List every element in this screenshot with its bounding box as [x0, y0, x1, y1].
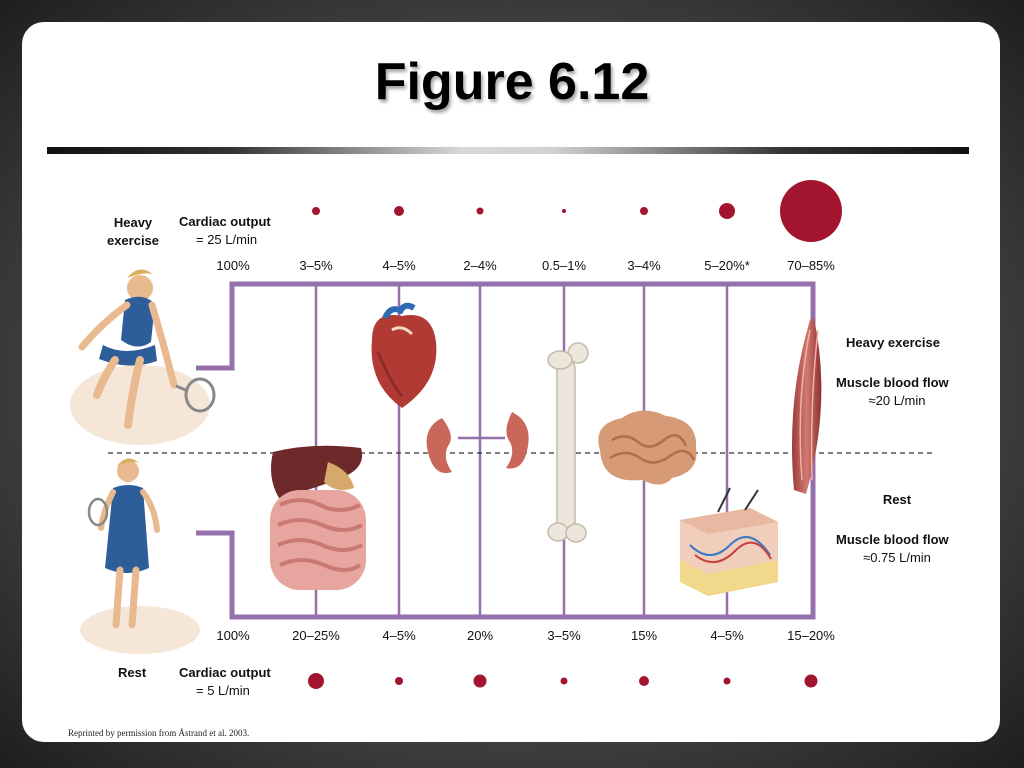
page-title: Figure 6.12: [374, 53, 650, 111]
right-rest-flow-value: ≈0.75 L/min: [863, 550, 931, 565]
rest-flow-dot-7: [804, 674, 818, 688]
heavy-total-pct: 100%: [216, 258, 250, 273]
heavy-exercise-athlete-illustration: [70, 269, 216, 445]
heavy-pct-3: 2–4%: [463, 258, 497, 273]
heavy-flow-dot-3: [476, 207, 484, 215]
skeletal-muscle-illustration: [792, 318, 822, 494]
heavy-pct-7: 70–85%: [787, 258, 835, 273]
rest-pct-7: 15–20%: [787, 628, 835, 643]
heavy-flow-dot-2: [394, 206, 404, 216]
heavy-pct-1: 3–5%: [299, 258, 333, 273]
heavy-cardiac-label: Cardiac output: [179, 214, 271, 229]
heavy-cardiac-value: = 25 L/min: [196, 232, 258, 247]
rest-pct-3: 20%: [466, 628, 494, 643]
rest-flow-dot-5: [639, 676, 649, 686]
brain-illustration: [598, 410, 697, 485]
skin-illustration: [680, 487, 778, 596]
heavy-flow-dot-5: [640, 207, 648, 215]
bone-illustration: [547, 342, 589, 543]
heavy-pct-6: 5–20%*: [704, 258, 750, 273]
heavy-flow-dot-4: [562, 209, 566, 213]
rest-cardiac-value: = 5 L/min: [196, 683, 250, 698]
rest-flow-dot-6: [723, 677, 731, 685]
rest-pct-6: 4–5%: [710, 628, 744, 643]
heart-illustration: [371, 302, 437, 408]
right-rest-title: Rest: [882, 492, 912, 507]
heavy-pct-4: 0.5–1%: [541, 258, 587, 273]
right-heavy-flow-label: Muscle blood flow: [836, 375, 949, 390]
rest-flow-dot-1: [308, 673, 324, 689]
rest-flow-dot-3: [473, 674, 487, 688]
rest-flow-dot-4: [560, 677, 568, 685]
heavy-flow-dot-6: [719, 203, 735, 219]
heavy-flow-dot-7: [780, 180, 842, 242]
credit-line: Reprinted by permission from Åstrand et …: [68, 728, 250, 738]
heavy-pct-2: 4–5%: [382, 258, 416, 273]
rest-pct-5: 15%: [630, 628, 658, 643]
rest-cardiac-label: Cardiac output: [179, 665, 271, 680]
heavy-exercise-label: Heavy exercise: [106, 215, 160, 248]
title-divider: [47, 147, 969, 154]
rest-label: Rest: [118, 665, 147, 680]
rest-pct-1: 20–25%: [292, 628, 340, 643]
rest-athlete-illustration: [80, 458, 200, 654]
rest-pct-4: 3–5%: [547, 628, 581, 643]
rest-total-pct: 100%: [216, 628, 250, 643]
right-rest-flow-label: Muscle blood flow: [836, 532, 949, 547]
liver-intestine-illustration: [270, 445, 366, 590]
kidney-illustration: [426, 412, 529, 474]
rest-flow-dot-2: [395, 677, 403, 685]
right-heavy-flow-value: ≈20 L/min: [868, 393, 926, 408]
heavy-flow-dot-1: [312, 207, 320, 215]
right-heavy-title: Heavy exercise: [846, 335, 940, 350]
rest-pct-2: 4–5%: [382, 628, 416, 643]
heavy-pct-5: 3–4%: [627, 258, 661, 273]
